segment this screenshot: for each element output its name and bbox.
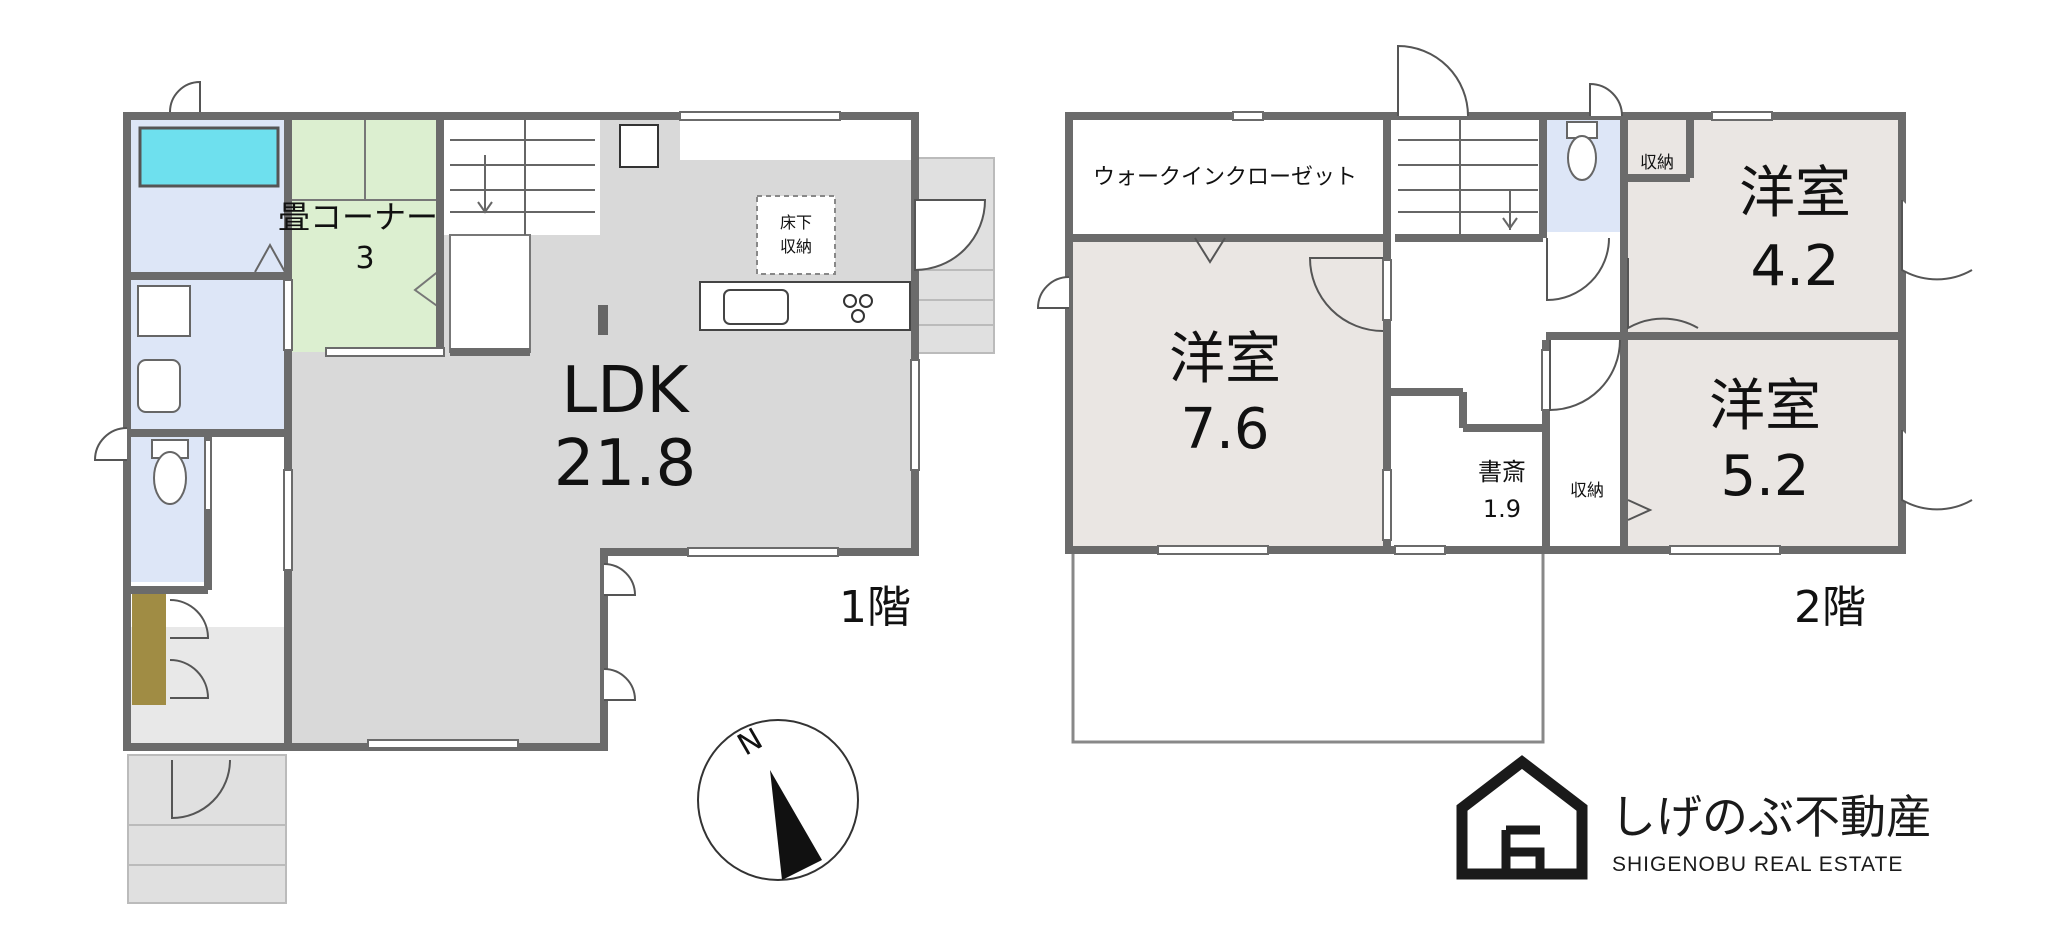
western-room-7-6 — [1073, 238, 1383, 546]
compass: N — [697, 719, 859, 881]
room-size-study: 1.9 — [1483, 495, 1521, 523]
floor-label-2f: 2階 — [1794, 582, 1866, 633]
room-name-study: 書斎 — [1478, 458, 1526, 486]
svg-text:収納: 収納 — [780, 237, 812, 256]
bathtub — [138, 126, 280, 188]
room-name-western-7-6: 洋室 — [1169, 327, 1281, 392]
underfloor-storage-label: 床下 — [780, 213, 812, 232]
room-size-western-4-2: 4.2 — [1750, 234, 1839, 299]
western-room-5-2 — [1628, 340, 1898, 546]
room-name-tatami: 畳コーナー — [278, 198, 438, 236]
brand-logo: しげのぶ不動産 SHIGENOBU REAL ESTATE — [1456, 755, 1932, 880]
floor-label-1f: 1階 — [839, 582, 911, 633]
house-logo-icon — [1456, 755, 1588, 880]
first-floor: 床下 収納 — [93, 80, 995, 904]
room-size-ldk: 21.8 — [554, 427, 697, 501]
room-size-western-5-2: 5.2 — [1720, 444, 1809, 509]
second-floor: 2階 洋室 7.6 洋室 4.2 洋室 5.2 書斎 1.9 ウォークインクロー… — [1036, 44, 1973, 744]
stair-1f — [440, 120, 600, 235]
room-name-ldk: LDK — [562, 354, 691, 428]
storage-label-5-2: 収納 — [1570, 481, 1604, 501]
room-size-western-7-6: 7.6 — [1180, 397, 1269, 462]
balcony — [1071, 548, 1545, 744]
western-room-4-2 — [1628, 120, 1898, 332]
room-name-western-5-2: 洋室 — [1709, 374, 1821, 439]
brand-name: しげのぶ不動産 — [1610, 790, 1932, 844]
room-size-tatami: 3 — [355, 241, 374, 276]
entrance-steps — [127, 754, 287, 904]
north-arrow-icon — [770, 770, 822, 880]
refrigerator — [619, 124, 659, 168]
storage-label-4-2: 収納 — [1640, 153, 1674, 173]
walk-in-closet-label: ウォークインクローゼット — [1093, 165, 1357, 190]
brand-subtitle: SHIGENOBU REAL ESTATE — [1612, 853, 1903, 876]
compass-label: N — [732, 722, 769, 764]
underfloor-storage — [756, 195, 836, 275]
room-name-western-4-2: 洋室 — [1739, 161, 1851, 226]
shoe-cabinet — [132, 590, 166, 705]
